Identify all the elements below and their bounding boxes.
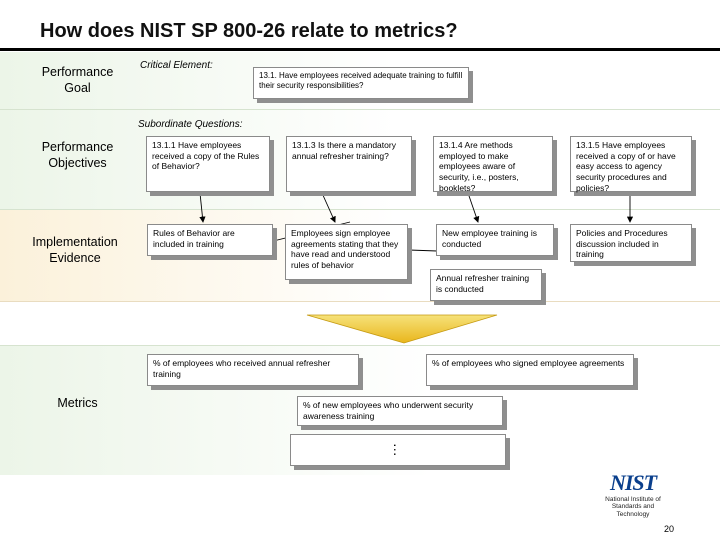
metric-box-2: % of employees who signed employee agree… xyxy=(426,354,634,386)
page-title: How does NIST SP 800-26 relate to metric… xyxy=(40,20,458,42)
nist-logo: NIST National Institute of Standards and… xyxy=(588,470,678,518)
evidence-box-2: Employees sign employee agreements stati… xyxy=(285,224,408,280)
evidence-text-1: Rules of Behavior are included in traini… xyxy=(153,228,235,249)
question-text-3: 13.1.4 Are methods employed to make empl… xyxy=(439,140,519,193)
critical-element-text: 13.1. Have employees received adequate t… xyxy=(259,71,463,90)
evidence-box-4: Policies and Procedures discussion inclu… xyxy=(570,224,692,262)
metric-box-4: … xyxy=(290,434,506,466)
question-box-3: 13.1.4 Are methods employed to make empl… xyxy=(433,136,553,193)
question-box-2: 13.1.3 Is there a mandatory annual refre… xyxy=(286,136,412,192)
evidence-text-3: New employee training is conducted xyxy=(442,228,537,249)
row-label-objectives: Performance Objectives xyxy=(41,139,114,170)
nist-wordmark: NIST xyxy=(609,470,657,495)
evidence-box-5: Annual refresher training is conducted xyxy=(430,269,542,301)
page-number: 20 xyxy=(664,524,675,534)
evidence-text-2: Employees sign employee agreements stati… xyxy=(291,228,399,270)
question-text-4: 13.1.5 Have employees received a copy of… xyxy=(576,140,676,193)
metric-text-2: % of employees who signed employee agree… xyxy=(432,358,625,368)
question-box-4: 13.1.5 Have employees received a copy of… xyxy=(570,136,692,193)
evidence-text-4: Policies and Procedures discussion inclu… xyxy=(576,228,668,260)
critical-element-label: Critical Element: xyxy=(140,60,213,71)
question-box-1: 13.1.1 Have employees received a copy of… xyxy=(146,136,270,192)
metric-box-3: % of new employees who underwent securit… xyxy=(297,396,503,426)
question-text-2: 13.1.3 Is there a mandatory annual refre… xyxy=(292,140,396,161)
evidence-box-1: Rules of Behavior are included in traini… xyxy=(147,224,273,256)
question-text-1: 13.1.1 Have employees received a copy of… xyxy=(152,140,260,172)
evidence-text-5: Annual refresher training is conducted xyxy=(436,273,530,294)
row-label-metrics: Metrics xyxy=(57,395,98,410)
metric-text-1: % of employees who received annual refre… xyxy=(153,358,331,379)
title-divider xyxy=(0,48,720,51)
funnel-shape xyxy=(306,314,498,344)
metric-box-1: % of employees who received annual refre… xyxy=(147,354,359,386)
row-label-evidence: Implementation Evidence xyxy=(32,234,118,265)
row-label-goal: Performance Goal xyxy=(41,64,114,95)
critical-element-box: 13.1. Have employees received adequate t… xyxy=(253,67,469,99)
metric-text-4: … xyxy=(390,443,407,457)
subordinate-questions-label: Subordinate Questions: xyxy=(138,119,243,130)
nist-subtitle: National Institute of Standards and Tech… xyxy=(605,496,661,518)
evidence-box-3: New employee training is conducted xyxy=(436,224,554,256)
metric-text-3: % of new employees who underwent securit… xyxy=(303,400,474,421)
